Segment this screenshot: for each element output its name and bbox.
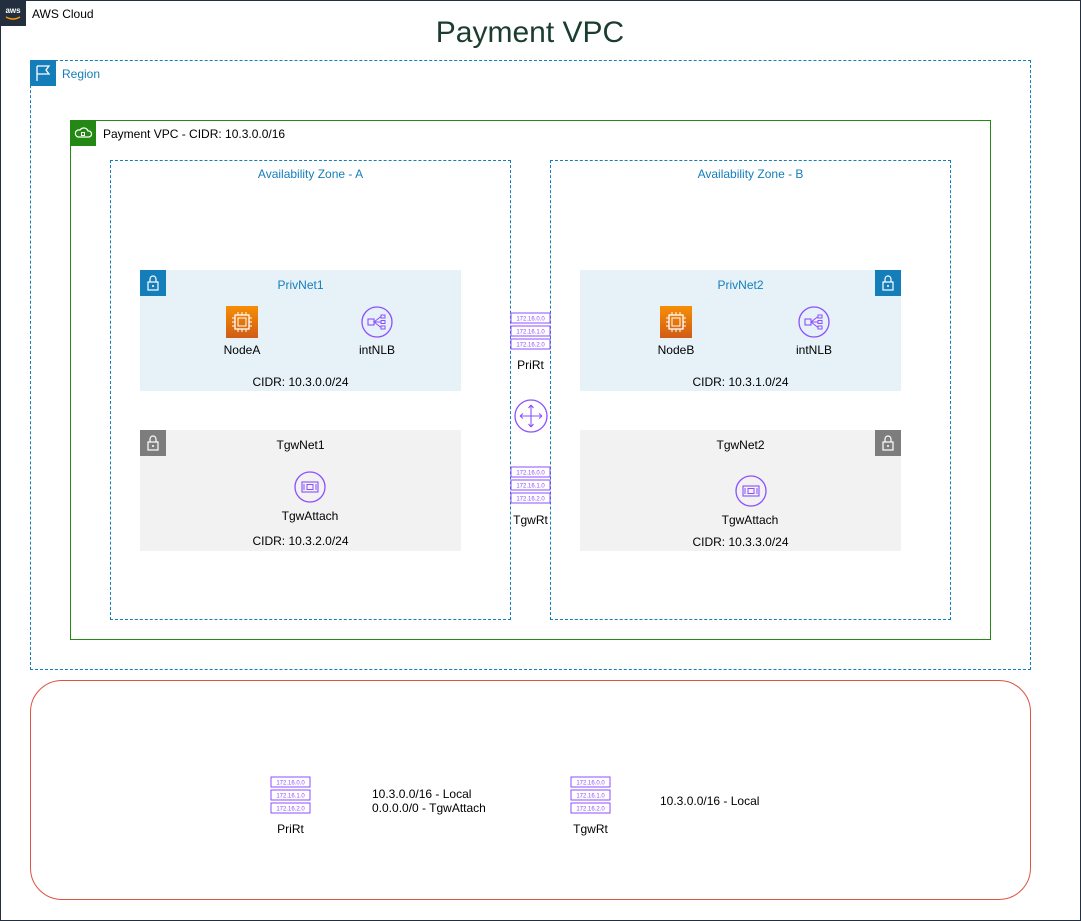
route-table-row: 172.16.0.0 (576, 781, 605, 787)
privnet1-label: PrivNet1 (277, 278, 324, 292)
az-a-label: Availability Zone - A (257, 167, 364, 181)
subnet-lock-icon (875, 430, 901, 456)
route-table-icon[interactable]: 172.16.0.0 172.16.1.0 172.16.2.0 (510, 312, 551, 352)
route-table-row: 172.16.2.0 (576, 807, 605, 813)
availability-zone-b (550, 160, 951, 620)
tgwnet2-label: TgwNet2 (716, 438, 765, 452)
network-load-balancer-icon[interactable] (361, 306, 393, 338)
node-b-label: NodeB (657, 343, 695, 357)
region-flag-icon (30, 60, 56, 86)
privnet2-cidr: CIDR: 10.3.1.0/24 (692, 375, 789, 389)
privnet1-subnet (140, 270, 461, 391)
router-icon[interactable] (514, 399, 548, 433)
privnet2-subnet (580, 270, 901, 391)
svg-text:aws: aws (5, 6, 21, 15)
region-label: Region (62, 67, 101, 81)
vpc-cloud-icon (70, 120, 96, 146)
route-table-row: 172.16.0.0 (276, 781, 305, 787)
route-table-row: 172.16.0.0 (516, 471, 545, 477)
tgwattach-b-label: TgwAttach (721, 513, 779, 527)
prirt-route: 0.0.0.0/0 - TgwAttach (372, 801, 486, 815)
private-subnet-lock-icon (140, 270, 166, 296)
route-table-icon[interactable]: 172.16.0.0 172.16.1.0 172.16.2.0 (510, 466, 551, 506)
az-b-label: Availability Zone - B (697, 167, 804, 181)
route-table-row: 172.16.2.0 (276, 807, 305, 813)
private-subnet-lock-icon (875, 270, 901, 296)
route-table-icon[interactable]: 172.16.0.0 172.16.1.0 172.16.2.0 (270, 776, 311, 816)
transit-gateway-attachment-icon[interactable] (735, 475, 767, 507)
tgwrt-route: 10.3.0.0/16 - Local (660, 794, 760, 808)
tgwnet2-cidr: CIDR: 10.3.3.0/24 (692, 535, 789, 549)
ec2-instance-icon[interactable] (226, 306, 258, 338)
tgwattach-a-label: TgwAttach (281, 509, 339, 523)
privnet1-cidr: CIDR: 10.3.0.0/24 (252, 375, 349, 389)
prirt-route: 10.3.0.0/16 - Local (372, 787, 472, 801)
route-table-row: 172.16.1.0 (576, 794, 605, 800)
route-table-row: 172.16.1.0 (516, 330, 545, 336)
route-table-row: 172.16.1.0 (276, 794, 305, 800)
prirt-label: PriRt (517, 358, 544, 372)
region-group (30, 60, 1031, 670)
aws-cloud-label: AWS Cloud (32, 7, 94, 21)
aws-logo-icon: aws (0, 0, 26, 26)
route-table-row: 172.16.1.0 (516, 484, 545, 490)
transit-gateway-attachment-icon[interactable] (294, 471, 326, 503)
network-load-balancer-icon[interactable] (798, 306, 830, 338)
route-table-icon[interactable]: 172.16.0.0 172.16.1.0 172.16.2.0 (570, 776, 611, 816)
vpc-label: Payment VPC - CIDR: 10.3.0.0/16 (103, 127, 286, 141)
privnet2-label: PrivNet2 (717, 278, 764, 292)
tgwnet1-subnet (140, 430, 461, 551)
tgwnet2-subnet (580, 430, 901, 551)
bottom-prirt-label: PriRt (277, 822, 304, 836)
tgwrt-label: TgwRt (513, 513, 548, 527)
availability-zone-a (110, 160, 511, 620)
bottom-tgwrt-label: TgwRt (573, 822, 608, 836)
subnet-lock-icon (140, 430, 166, 456)
route-tables-summary (30, 680, 1031, 900)
vpc-group (70, 120, 991, 640)
route-table-row: 172.16.2.0 (516, 497, 545, 503)
node-a-label: NodeA (223, 343, 261, 357)
tgwnet1-cidr: CIDR: 10.3.2.0/24 (252, 534, 349, 548)
intnlb-b-label: intNLB (795, 343, 833, 357)
page-title: Payment VPC (435, 16, 625, 49)
route-table-row: 172.16.2.0 (516, 343, 545, 349)
tgwnet1-label: TgwNet1 (276, 438, 325, 452)
route-table-row: 172.16.0.0 (516, 317, 545, 323)
ec2-instance-icon[interactable] (660, 306, 692, 338)
intnlb-a-label: intNLB (358, 343, 396, 357)
